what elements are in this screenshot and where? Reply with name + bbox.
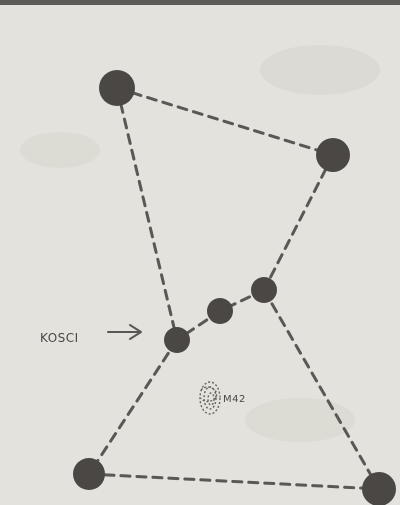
star-belt-middle — [207, 298, 233, 324]
star-lower-right — [362, 472, 396, 505]
belt-label: KOSCI — [40, 331, 79, 345]
star-belt-left — [164, 327, 190, 353]
top-frame — [0, 0, 400, 5]
star-upper-right — [316, 138, 350, 172]
star-lower-left — [73, 458, 105, 490]
star-upper-left — [99, 70, 135, 106]
star-belt-right — [251, 277, 277, 303]
nebula-label: M42 — [223, 394, 246, 405]
